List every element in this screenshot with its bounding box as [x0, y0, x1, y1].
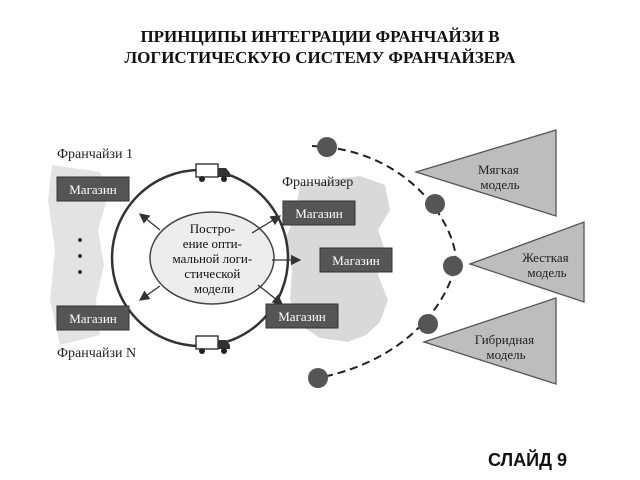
hybrid-model-triangle: Гибридная модель: [421, 297, 557, 385]
hard-model-triangle: Жесткая модель: [468, 221, 585, 303]
store-label: Магазин: [295, 206, 343, 221]
center-line: ение опти-: [183, 236, 242, 251]
model-label: Жесткая модель: [522, 250, 572, 280]
arrow-to-store: [138, 213, 161, 231]
arrow-to-store: [138, 285, 161, 301]
truck-icon: [195, 163, 230, 182]
store-franchisee-last: Магазин: [56, 305, 130, 331]
arrow-to-store: [257, 284, 284, 305]
model-label: Гибридная модель: [475, 332, 538, 362]
hybrid-model-line: Гибридная: [475, 332, 534, 347]
store-label: Магазин: [278, 309, 326, 324]
soft-model-line: Мягкая: [478, 162, 519, 177]
ellipsis-dot: [78, 254, 82, 258]
hard-model-line: модель: [527, 265, 566, 280]
franchisor-label: Франчайзер: [282, 175, 353, 190]
arc-dot: [425, 194, 445, 214]
store-franchisee-first: Магазин: [56, 176, 130, 202]
store-franchisor-top: Магазин: [282, 200, 356, 226]
arc-dot: [317, 137, 337, 157]
hybrid-model-line: модель: [486, 347, 525, 362]
model-label: Мягкая модель: [478, 162, 522, 192]
store-label: Магазин: [69, 311, 117, 326]
arrow-to-store: [251, 215, 282, 234]
franchisee-map-area: [48, 165, 108, 345]
soft-model-triangle: Мягкая модель: [413, 129, 557, 217]
franchisee-first-label: Франчайзи 1: [57, 147, 133, 162]
store-franchisor-middle: Магазин: [319, 247, 393, 273]
arc-dot: [418, 314, 438, 334]
ellipsis-dot: [78, 270, 82, 274]
center-line: стической: [184, 266, 240, 281]
ellipsis-dot: [78, 238, 82, 242]
center-line: модели: [194, 281, 234, 296]
store-label: Магазин: [332, 253, 380, 268]
center-line: Постро-: [190, 221, 235, 236]
hard-model-line: Жесткая: [522, 250, 568, 265]
franchisee-last-label: Франчайзи N: [57, 346, 136, 361]
center-text: Постро- ение опти- мальной логи- стическ…: [173, 221, 256, 296]
store-franchisor-bottom: Магазин: [265, 303, 339, 329]
store-label: Магазин: [69, 182, 117, 197]
truck-icon: [195, 335, 230, 354]
soft-model-line: модель: [480, 177, 519, 192]
center-ellipse: [149, 211, 275, 305]
dashed-arc: [311, 145, 457, 379]
arc-dot: [308, 368, 328, 388]
slide-number: СЛАЙД 9: [488, 450, 567, 470]
center-line: мальной логи-: [173, 251, 253, 266]
arc-dot: [443, 256, 463, 276]
slide-title: ПРИНЦИПЫ ИНТЕГРАЦИИ ФРАНЧАЙЗИ В ЛОГИСТИЧ…: [124, 27, 516, 67]
